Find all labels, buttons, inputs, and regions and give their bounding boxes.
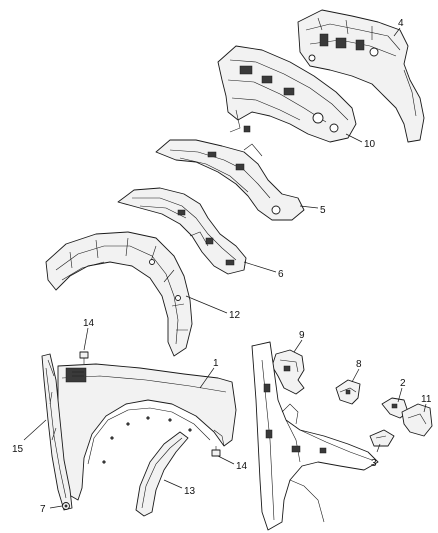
- part-8-small-bracket: [335, 379, 361, 405]
- callout-labels: 4 10 5 6 12 1 9 8 2 11 3 14 14 15 7 13: [12, 18, 432, 515]
- callout-9: 9: [299, 330, 305, 341]
- callout-2: 2: [400, 378, 406, 389]
- leader-13: [163, 479, 183, 489]
- callout-15: 15: [12, 444, 24, 455]
- part-14-fastener-lower: [211, 446, 221, 457]
- callout-4: 4: [398, 18, 404, 29]
- leader-5: [299, 205, 319, 209]
- callout-1: 1: [213, 358, 219, 369]
- callout-13: 13: [184, 486, 196, 497]
- leader-6: [243, 261, 277, 273]
- part-14-fastener-upper: [79, 351, 89, 364]
- leader-9: [293, 339, 303, 353]
- part-5-inner-wheelhouse: [155, 139, 305, 221]
- callout-14-upper: 14: [83, 318, 95, 329]
- callout-6: 6: [278, 269, 284, 280]
- leader-10: [345, 133, 363, 143]
- part-7-fastener: [62, 502, 70, 510]
- part-6-inner-fender-shield: [117, 187, 247, 275]
- part-3-clip-plate: [369, 429, 395, 447]
- leader-15: [23, 419, 47, 441]
- part-11-bracket: [401, 403, 433, 437]
- part-9-bracket: [271, 349, 305, 395]
- part-12-wheelhouse-liner: [45, 231, 193, 357]
- callout-12: 12: [229, 310, 241, 321]
- leader-2: [397, 387, 403, 403]
- part-13-wheel-flare: [135, 431, 189, 517]
- leader-14a: [83, 327, 89, 351]
- leader-3: [376, 443, 381, 453]
- callout-5: 5: [320, 205, 326, 216]
- leader-14b: [217, 455, 235, 465]
- leader-7: [49, 505, 63, 509]
- part-15-fender-seal: [41, 353, 73, 511]
- leader-4: [393, 27, 401, 37]
- callout-3: 3: [371, 458, 377, 469]
- part-4-apron-panel: [297, 9, 425, 143]
- leader-11: [423, 403, 427, 413]
- leader-lines: [23, 27, 427, 509]
- body-structure-cowl-side: [251, 341, 379, 531]
- callout-11: 11: [421, 394, 432, 405]
- callout-7: 7: [40, 504, 46, 515]
- callout-14-lower: 14: [236, 461, 248, 472]
- callout-10: 10: [364, 139, 376, 150]
- part-10-shock-tower-assembly: [217, 45, 357, 143]
- leader-8: [351, 368, 360, 383]
- callout-8: 8: [356, 359, 362, 370]
- part-1-front-fender: [57, 363, 237, 501]
- leader-1: [199, 367, 215, 389]
- leader-12: [185, 295, 228, 314]
